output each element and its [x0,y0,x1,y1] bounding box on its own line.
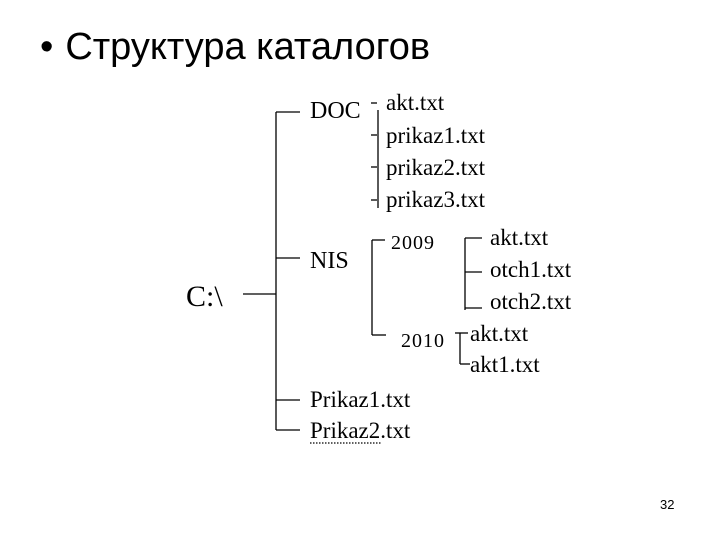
file-2009-akt: akt.txt [490,225,549,250]
file-doc-prikaz1: prikaz1.txt [386,123,486,148]
root-drive-label: C:\ [186,280,223,313]
file-root-prikaz2: Prikaz2.txt [310,418,411,443]
folder-2009: 2009 [391,232,435,254]
file-2010-akt: akt.txt [470,321,529,346]
file-2009-otch2: otch2.txt [490,289,572,314]
file-root-prikaz1: Prikaz1.txt [310,387,411,412]
file-doc-prikaz3: prikaz3.txt [386,187,486,212]
file-doc-akt: akt.txt [386,90,445,115]
title-bullet: • [40,26,54,68]
file-2009-otch1: otch1.txt [490,257,572,282]
file-2010-akt1: akt1.txt [470,352,540,377]
file-doc-prikaz2: prikaz2.txt [386,155,486,180]
title-text: Структура каталогов [65,26,431,68]
page-number: 32 [660,497,675,512]
folder-2010: 2010 [401,330,445,352]
slide-title: • Структура каталогов [40,26,430,69]
folder-nis: NIS [310,248,349,274]
folder-doc: DOC [310,98,361,124]
